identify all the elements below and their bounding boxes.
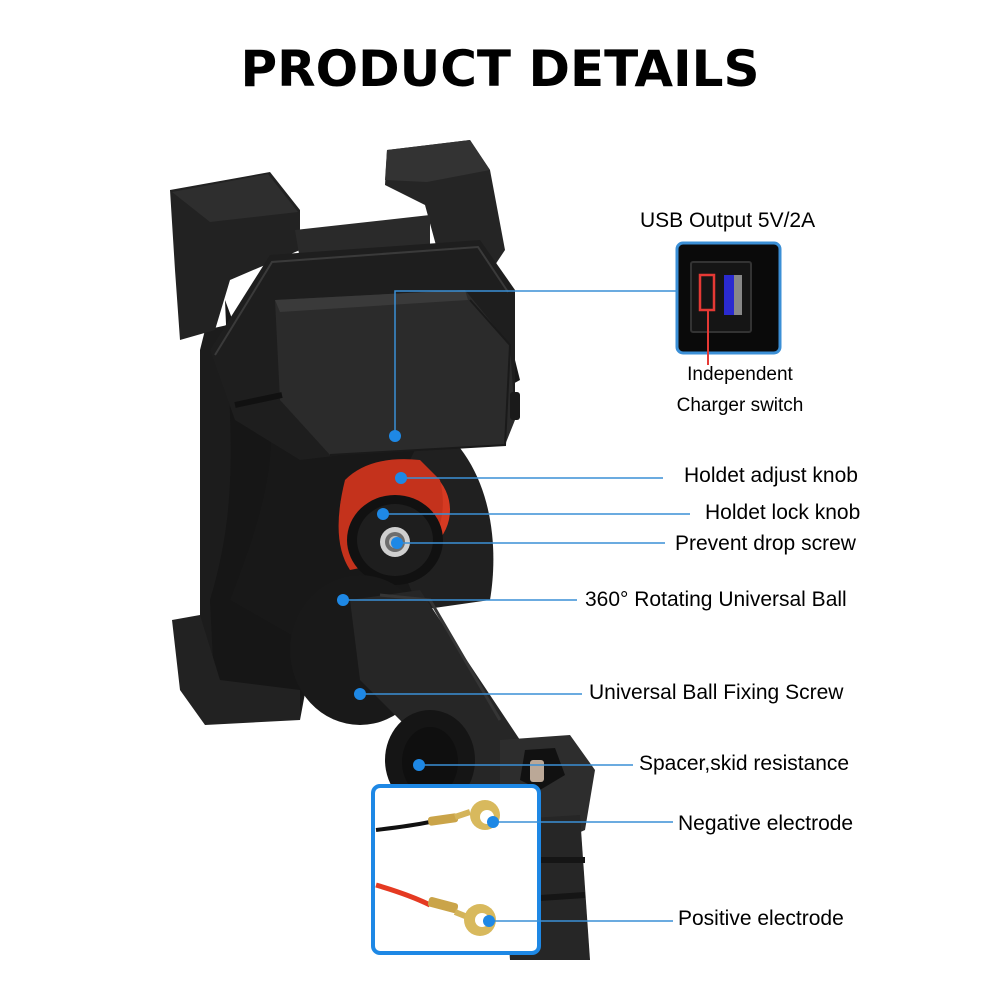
charger-switch-label-line2: Charger switch [676,395,804,416]
callout-rotating-ball: 360° Rotating Universal Ball [585,588,847,611]
charger-switch-highlight [698,273,716,312]
charger-switch-label-line1: Independent [687,364,793,385]
callout-dots [337,430,499,927]
usb-inset-image [675,241,782,365]
page-title: PRODUCT DETAILS [240,40,760,98]
callout-positive-electrode: Positive electrode [678,907,844,930]
callout-holdet-adjust-knob: Holdet adjust knob [684,464,858,487]
electrode-inset-image [371,784,541,955]
callout-lines [343,290,690,922]
callout-ball-fixing-screw: Universal Ball Fixing Screw [589,681,844,704]
callout-prevent-drop-screw: Prevent drop screw [675,532,856,555]
usb-output-label: USB Output 5V/2A [640,209,816,232]
callout-negative-electrode: Negative electrode [678,812,854,835]
callout-spacer: Spacer,skid resistance [639,752,850,775]
callout-holdet-lock-knob: Holdet lock knob [705,501,861,524]
